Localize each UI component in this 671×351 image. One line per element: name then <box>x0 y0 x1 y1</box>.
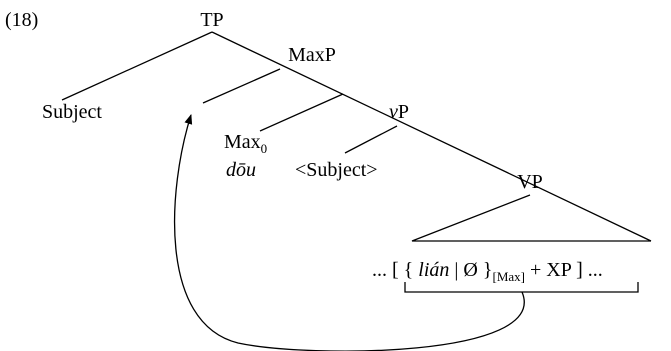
bar: | <box>454 259 458 281</box>
branch-tp-spine <box>211 31 652 242</box>
close-brace: } <box>483 259 493 281</box>
branch-tp-subject <box>61 31 213 101</box>
small-p-label: P <box>398 101 409 123</box>
open-dots: ... <box>372 259 387 281</box>
lian-word: lián <box>418 259 449 281</box>
empty-set: Ø <box>463 259 477 281</box>
plus-xp: + XP <box>530 259 572 281</box>
node-subject-trace: <Subject> <box>295 159 378 181</box>
node-tp: TP <box>200 9 223 31</box>
open-brace: { <box>404 259 414 281</box>
node-vp: VP <box>517 171 543 193</box>
branch-vp-subject <box>344 125 398 154</box>
max0-subscript: 0 <box>261 141 268 156</box>
node-maxp: MaxP <box>288 44 336 66</box>
tree-branches <box>61 31 652 293</box>
small-v-label: v <box>389 101 398 123</box>
open-bracket: [ <box>392 259 399 281</box>
vp-triangle <box>411 194 651 242</box>
movement-bracket <box>404 282 639 293</box>
branch-maxp-spec <box>202 68 281 104</box>
node-small-vp: vP <box>389 101 409 123</box>
close-dots: ... <box>588 259 603 281</box>
close-bracket: ] <box>576 259 583 281</box>
max-subscript: [Max] <box>492 269 525 284</box>
movement-arrow <box>173 114 525 351</box>
node-max0: Max0 <box>224 131 267 156</box>
example-number: (18) <box>5 9 38 31</box>
bottom-string: ... [ { lián | Ø }[Max] + XP ] ... <box>372 259 603 284</box>
node-subject: Subject <box>42 101 102 123</box>
node-dou: dōu <box>226 159 256 181</box>
max0-label: Max <box>224 131 261 153</box>
branch-max0 <box>259 93 344 132</box>
